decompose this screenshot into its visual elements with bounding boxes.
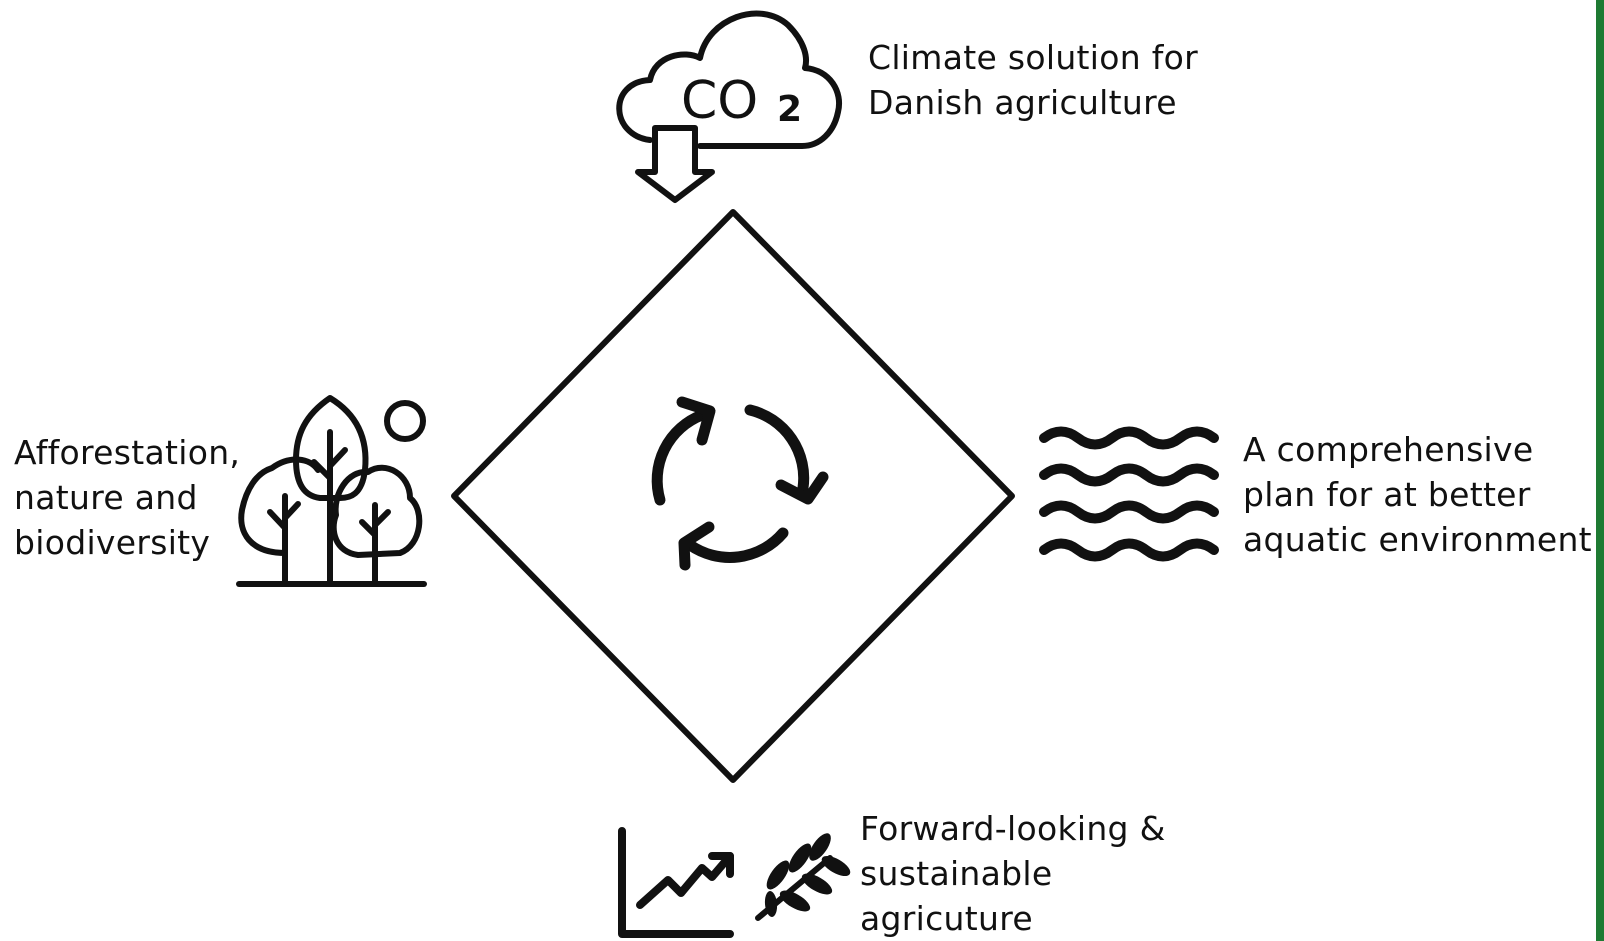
- label-line: sustainable: [860, 854, 1053, 893]
- sun-icon: [384, 400, 426, 442]
- label-line: plan for at better: [1243, 475, 1531, 514]
- trees-sun-icon: [236, 395, 427, 587]
- label-line: agricuture: [860, 899, 1033, 938]
- recycle-arrows-icon: [651, 396, 829, 571]
- label-afforestation: Afforestation, nature and biodiversity: [14, 430, 240, 565]
- label-line: biodiversity: [14, 523, 211, 562]
- co2-cloud-down-arrow-icon: CO 2: [616, 10, 843, 203]
- growth-chart-icon: [618, 827, 734, 938]
- label-line: aquatic environment: [1243, 520, 1592, 559]
- co2-text: CO: [681, 71, 758, 131]
- label-line: nature and: [14, 478, 198, 517]
- wheat-branch-icon: [755, 833, 851, 921]
- label-line: Danish agriculture: [868, 83, 1177, 122]
- co2-subscript: 2: [777, 89, 802, 130]
- label-line: Afforestation,: [14, 433, 241, 472]
- water-waves-icon: [1039, 426, 1219, 562]
- label-line: Climate solution for: [868, 38, 1199, 77]
- label-climate-solution: Climate solution for Danish agriculture: [868, 35, 1198, 125]
- green-edge-bar: [1596, 0, 1604, 941]
- label-line: A comprehensive: [1243, 430, 1534, 469]
- central-diamond: [451, 209, 1015, 783]
- label-aquatic-environment: A comprehensive plan for at better aquat…: [1243, 427, 1592, 562]
- label-sustainable-agriculture: Forward-looking & sustainable agricuture: [860, 806, 1166, 941]
- label-line: Forward-looking &: [860, 809, 1166, 848]
